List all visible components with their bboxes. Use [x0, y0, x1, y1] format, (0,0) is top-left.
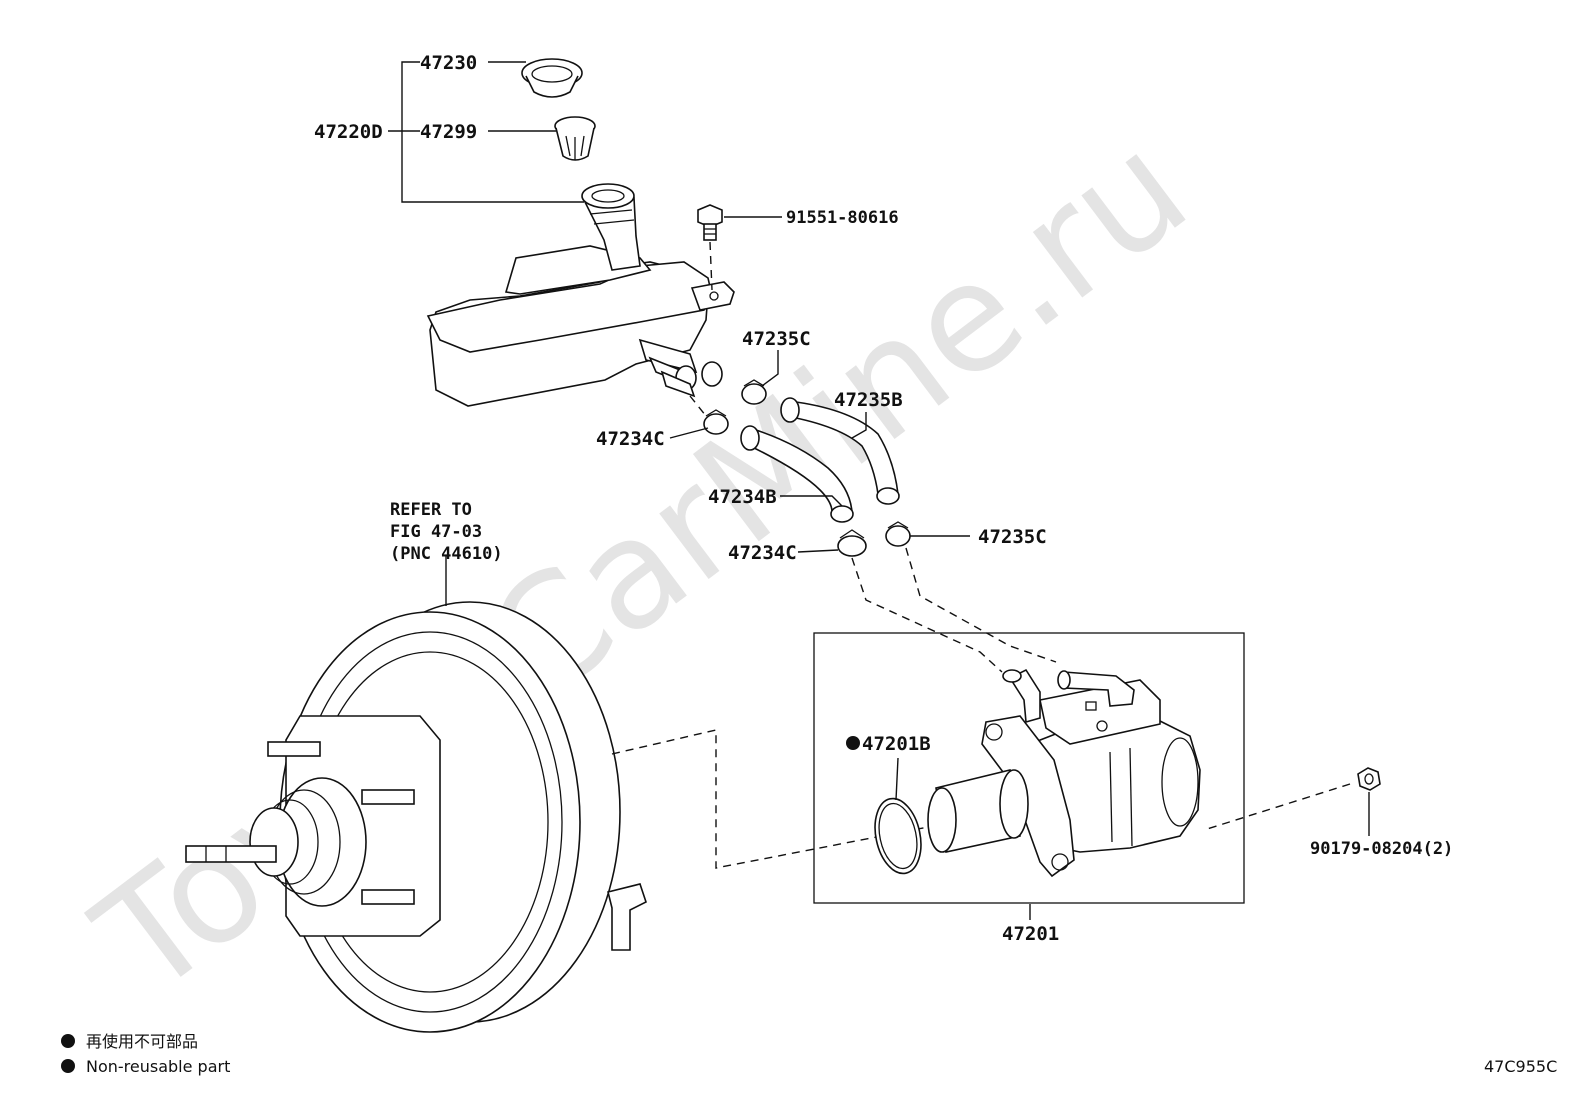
hose-47235B[interactable] — [780, 397, 900, 505]
label-47201: 47201 — [1002, 923, 1059, 945]
clip-47234C-upper[interactable] — [703, 409, 729, 435]
clip-upper-dashline — [689, 395, 707, 417]
bolt-91551-80616[interactable] — [697, 204, 723, 241]
booster-mount-dashline — [611, 729, 1007, 869]
leader-lines — [388, 61, 1370, 920]
reference-note-line-2: FIG 47-03 — [390, 522, 482, 542]
legend-bullet-1 — [61, 1034, 75, 1048]
reservoir-tank-47220D[interactable] — [426, 183, 735, 407]
label-91551-80616: 91551-80616 — [786, 208, 899, 228]
label-47234B: 47234B — [708, 486, 777, 508]
label-47299: 47299 — [420, 121, 477, 143]
master-cylinder-frame — [813, 632, 1245, 904]
clip-47235C-lower[interactable] — [885, 521, 911, 547]
reservoir-strainer-47299[interactable] — [554, 116, 596, 161]
label-47235C-lower: 47235C — [978, 526, 1047, 548]
hose-connection-dashline-1 — [851, 557, 1003, 673]
label-47235C-upper: 47235C — [742, 328, 811, 350]
clip-47234C-lower[interactable] — [837, 529, 867, 557]
legend-item-japanese: 再使用不可部品 — [86, 1032, 198, 1051]
label-47234C-lower: 47234C — [728, 542, 797, 564]
legend-item-english: Non-reusable part — [86, 1057, 230, 1076]
hose-connection-dashline-2 — [905, 547, 1057, 663]
master-cylinder-47201[interactable] — [927, 668, 1201, 878]
label-47201B: 47201B — [862, 733, 931, 755]
label-47234C-upper: 47234C — [596, 428, 665, 450]
reservoir-cap-47230[interactable] — [521, 58, 583, 98]
label-47220D: 47220D — [314, 121, 383, 143]
label-47230: 47230 — [420, 52, 477, 74]
nut-90179-08204[interactable] — [1357, 767, 1381, 791]
nut-mount-dashline — [1203, 783, 1351, 831]
legend-bullet-2 — [61, 1059, 75, 1073]
bolt-mount-dashline — [709, 241, 713, 291]
reference-note-line-3: (PNC 44610) — [390, 544, 503, 564]
figure-code: 47C955C — [1484, 1057, 1557, 1076]
label-90179-08204: 90179-08204(2) — [1310, 839, 1453, 859]
label-47235B: 47235B — [834, 389, 903, 411]
clip-47235C-upper[interactable] — [741, 379, 767, 405]
o-ring-47201B[interactable] — [869, 794, 928, 877]
non-reusable-marker-47201B — [846, 736, 860, 750]
brake-booster[interactable] — [185, 601, 647, 1033]
reference-note-line-1: REFER TO — [390, 500, 472, 520]
